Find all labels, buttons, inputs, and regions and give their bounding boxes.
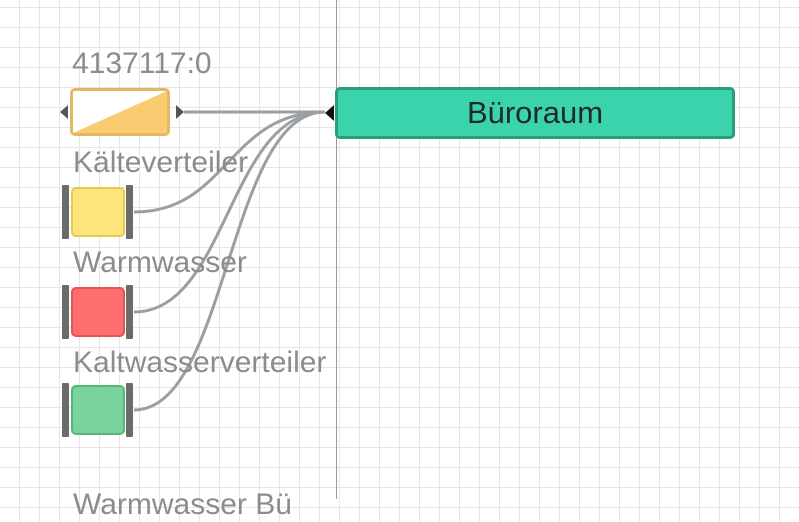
node-kalteverteiler[interactable] <box>62 185 134 239</box>
node-label-warmwasser: Warmwasser <box>73 246 247 279</box>
node-label-kalteverteiler: Kälteverteiler <box>73 146 249 179</box>
wires-layer <box>133 110 326 412</box>
node-kaltwasserverteiler[interactable] <box>62 383 134 437</box>
range-node-id-label: 4137117:0 <box>72 47 212 80</box>
node-output-port[interactable] <box>126 185 133 239</box>
node-output-port[interactable] <box>126 383 133 437</box>
node-input-port[interactable] <box>62 185 69 239</box>
target-node-label: Büroraum <box>466 95 604 130</box>
node-label-kaltwasserverteiler: Kaltwasserverteiler <box>73 346 327 379</box>
node-output-port[interactable] <box>126 285 133 339</box>
range-output-port[interactable] <box>176 105 184 119</box>
wire-kaltw-to-target <box>133 110 326 412</box>
target-input-port[interactable] <box>325 105 334 121</box>
node-warmwasser[interactable] <box>62 285 134 339</box>
node-label-partial: Warmwasser Bü <box>73 488 292 521</box>
wire-warm-to-target <box>133 110 326 314</box>
node-body-warmwasser[interactable] <box>71 287 125 337</box>
node-input-port[interactable] <box>62 285 69 339</box>
node-body-kalteverteiler[interactable] <box>71 187 125 237</box>
range-input-port[interactable] <box>60 105 68 119</box>
wire-kalte-to-target <box>133 110 326 214</box>
target-node-buroraum[interactable]: Büroraum <box>335 87 735 139</box>
range-node[interactable] <box>70 88 170 136</box>
canvas-divider <box>336 0 337 499</box>
range-node-gradient-icon <box>73 91 167 133</box>
node-body-kaltwasserverteiler[interactable] <box>71 385 125 435</box>
node-input-port[interactable] <box>62 383 69 437</box>
